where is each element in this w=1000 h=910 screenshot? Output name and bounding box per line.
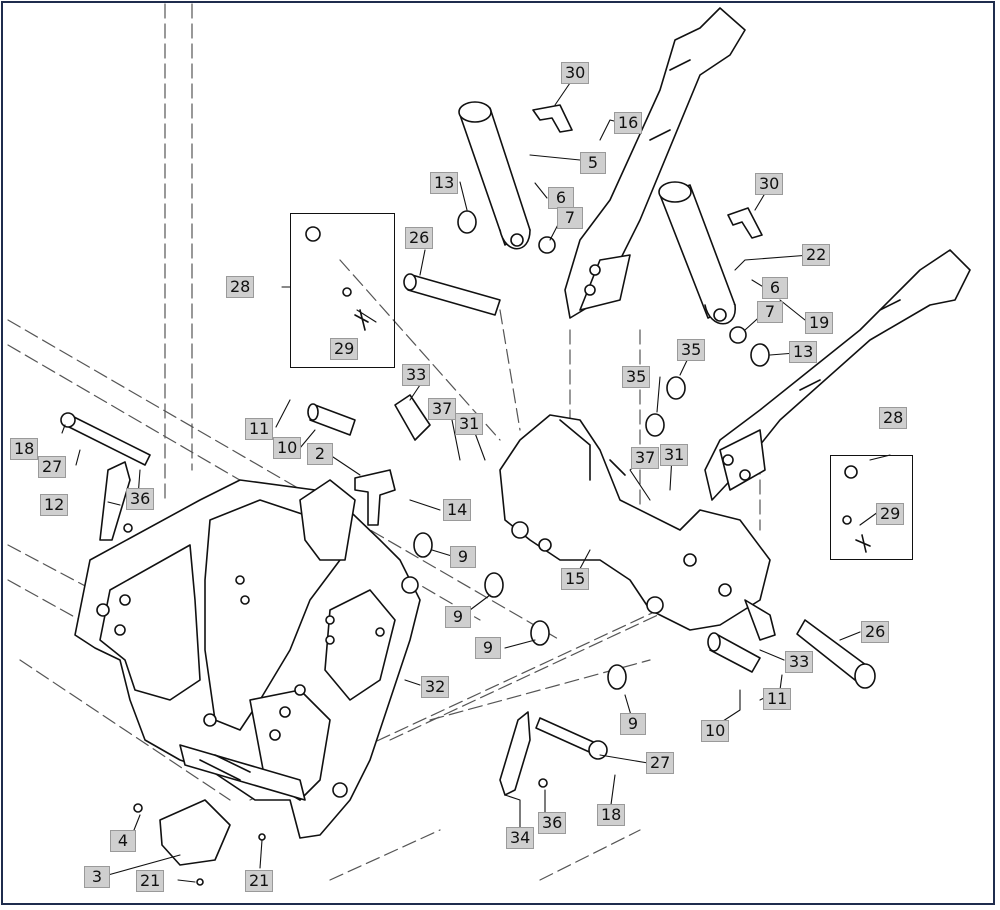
callout-10: 10 — [273, 437, 302, 459]
callout-27: 27 — [38, 456, 67, 478]
pin-26-upper — [403, 273, 501, 316]
callout-32: 32 — [421, 676, 450, 698]
callout-7: 7 — [757, 301, 783, 323]
pin-27-right — [535, 717, 608, 760]
plate-3 — [133, 799, 266, 886]
callout-3: 3 — [84, 866, 110, 888]
callout-31: 31 — [660, 444, 689, 466]
retainers-30 — [532, 104, 763, 239]
callout-33: 33 — [402, 364, 431, 386]
callout-22: 22 — [802, 244, 831, 266]
callout-6: 6 — [762, 277, 788, 299]
callout-36: 36 — [126, 488, 155, 510]
bushings-35 — [645, 376, 686, 437]
pin-26-lower — [796, 619, 876, 689]
bracket-2 — [354, 469, 396, 526]
detail-28-upper-parts — [305, 226, 369, 331]
callout-7: 7 — [557, 207, 583, 229]
bushings-9 — [413, 532, 627, 690]
lower-link-arm-16 — [564, 7, 746, 319]
callout-9: 9 — [450, 546, 476, 568]
callout-10: 10 — [701, 720, 730, 742]
callout-11: 11 — [245, 418, 274, 440]
pin-10-lower — [707, 632, 761, 673]
callout-29: 29 — [876, 503, 905, 525]
callout-16: 16 — [614, 112, 643, 134]
center-bracket-part — [499, 414, 771, 631]
callout-18: 18 — [597, 804, 626, 826]
callout-27: 27 — [646, 752, 675, 774]
callout-30: 30 — [755, 173, 784, 195]
callout-31: 31 — [455, 413, 484, 435]
callout-12: 12 — [40, 494, 69, 516]
detail-28-lower-parts — [842, 465, 871, 553]
callout-21: 21 — [136, 870, 165, 892]
callout-11: 11 — [763, 688, 792, 710]
guide-lines — [7, 3, 761, 881]
latch-12-36 — [99, 461, 133, 541]
callout-28: 28 — [879, 407, 908, 429]
callout-9: 9 — [445, 606, 471, 628]
detail-box-28-lower — [830, 455, 913, 560]
callout-19: 19 — [805, 312, 834, 334]
callout-2: 2 — [307, 443, 333, 465]
callout-26: 26 — [861, 621, 890, 643]
callout-34: 34 — [506, 827, 535, 849]
washers-13 — [457, 210, 770, 367]
callout-35: 35 — [622, 366, 651, 388]
detail-box-28-upper — [290, 213, 395, 368]
bracket-33 — [394, 394, 776, 641]
callout-13: 13 — [789, 341, 818, 363]
callout-30: 30 — [561, 62, 590, 84]
callout-21: 21 — [245, 870, 274, 892]
callout-6: 6 — [548, 187, 574, 209]
callout-15: 15 — [561, 568, 590, 590]
pin-27-left — [60, 412, 151, 466]
lower-link-arm-19 — [704, 249, 971, 501]
callout-13: 13 — [430, 172, 459, 194]
callout-26: 26 — [405, 227, 434, 249]
lift-cylinder-right — [658, 181, 736, 325]
main-frame-part — [74, 479, 421, 839]
callout-18: 18 — [10, 438, 39, 460]
callout-33: 33 — [785, 651, 814, 673]
callout-36: 36 — [538, 812, 567, 834]
lift-cylinder-left — [458, 101, 531, 250]
callout-35: 35 — [677, 339, 706, 361]
latch-34-36 — [499, 711, 548, 796]
callout-9: 9 — [475, 637, 501, 659]
callout-37: 37 — [428, 398, 457, 420]
callout-5: 5 — [580, 152, 606, 174]
spacers-7 — [538, 236, 747, 344]
callout-4: 4 — [110, 830, 136, 852]
callout-9: 9 — [620, 713, 646, 735]
callout-29: 29 — [330, 338, 359, 360]
pin-10-upper — [307, 403, 356, 436]
callout-37: 37 — [631, 447, 660, 469]
callout-14: 14 — [443, 499, 472, 521]
callout-28: 28 — [226, 276, 255, 298]
